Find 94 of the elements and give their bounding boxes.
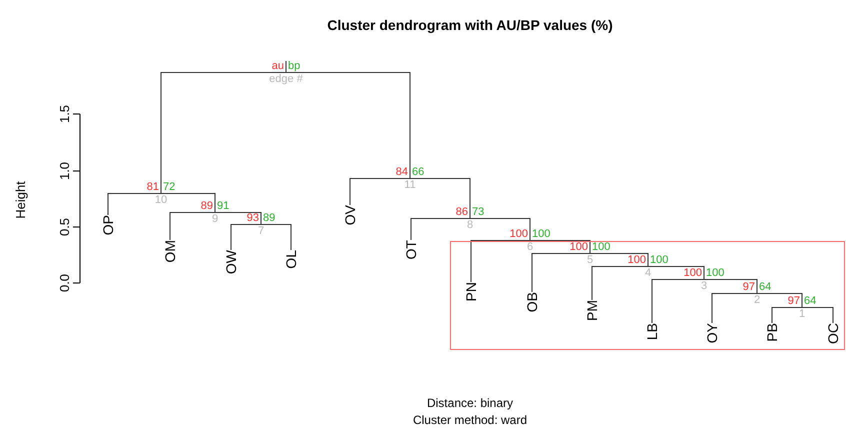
dendrogram-branch [180,193,216,202]
chart-title: Cluster dendrogram with AU/BP values (%) [327,17,613,33]
leaf-label: OL [284,250,298,269]
bp-value: 91 [217,201,230,212]
tick-label: 1.5 [58,104,70,124]
au-value: 100 [628,255,646,266]
au-value: 86 [456,207,468,218]
au-value: 100 [684,268,702,279]
bp-value: 64 [759,282,772,293]
leaf-label: OP [101,215,115,236]
dendrogram-branch [728,279,758,282]
bp-value: bp [288,61,300,72]
leaf-label: PB [765,323,779,342]
edge-number: 5 [586,255,594,266]
dendrogram-branch [614,253,648,256]
leaf-label: OV [343,205,357,226]
leaf-label: OW [224,250,238,274]
cluster-junction [259,61,313,85]
caption: Distance: binary [426,397,514,409]
dendrogram-branch [712,293,742,324]
cluster-junction [505,229,555,253]
au-value: 100 [570,242,588,253]
edge-number: 3 [700,281,708,292]
cluster-junction [241,213,281,237]
au-value: 97 [742,282,755,293]
bp-value: 66 [412,167,424,178]
dendrogram-branch [230,224,242,250]
bp-value: 64 [804,296,816,307]
bp-value: 89 [263,213,276,224]
dendrogram-branch [772,293,802,296]
dendrogram-branch [652,279,680,324]
dendrogram-branch [592,266,624,300]
cluster-junction [742,282,772,306]
dendrogram-branch [554,240,590,242]
bp-value: 72 [163,182,176,193]
cluster-junction [565,242,615,266]
edge-number: 4 [644,268,652,279]
leaf-label: OC [826,323,840,344]
dendrogram-branch [816,307,834,324]
caption: Cluster method: ward [412,414,528,426]
edge-number: 8 [466,220,474,231]
edge-number: 2 [754,295,760,306]
dendrogram-branch [350,178,390,206]
dendrogram-branch [108,193,142,216]
leaf-label: OM [163,240,177,263]
leaf-label: LB [645,323,659,340]
cluster-junction [623,255,673,279]
axis-title: Height [14,181,26,219]
dendrogram-branch [312,72,410,168]
bp-value: 100 [706,268,724,279]
au-value: 84 [396,167,408,178]
tick-label: 0.0 [58,274,70,292]
tick-label: 0.5 [58,218,70,236]
bp-value: 100 [532,229,550,240]
bp-value: 100 [650,255,668,266]
dendrogram-branch [410,218,450,240]
au-value: au [272,61,284,72]
au-value: 97 [788,296,800,307]
dendrogram-branch [490,218,530,230]
au-value: 93 [246,213,259,224]
leaf-label: OT [404,240,418,260]
leaf-label: OY [705,323,719,344]
au-value: 89 [200,201,213,212]
cluster-junction [450,207,490,231]
au-value: 81 [146,182,159,193]
dendrogram-branch [532,253,566,292]
edge-number: 11 [404,180,416,191]
cluster-junction [679,268,729,292]
edge-number: 1 [798,309,806,320]
dendrogram-branch [470,240,506,282]
au-value: 100 [510,229,528,240]
dendrogram-branch [234,212,262,214]
dendrogram-branch [672,266,704,268]
leaf-label: PM [585,300,599,321]
tick-label: 1.0 [58,162,70,180]
bp-value: 100 [592,242,610,253]
highlight-rectangle [450,241,845,350]
cluster-junction [787,296,817,320]
dendrogram-branch [772,307,788,324]
edge-number: 9 [212,214,218,225]
dendrogram-branch [280,224,292,250]
cluster-junction [195,201,235,225]
cluster-junction [390,167,430,191]
edge-number: edge # [269,74,303,85]
dendrogram-branch [170,212,196,240]
dendrogram-branch [160,72,260,182]
leaf-label: PN [464,282,478,302]
bp-value: 73 [472,207,484,218]
edge-number: 6 [526,242,534,253]
leaf-label: OB [525,292,539,312]
dendrogram-branch [430,178,470,208]
cluster-junction [141,182,181,206]
edge-number: 10 [154,195,168,206]
edge-number: 7 [258,226,264,237]
